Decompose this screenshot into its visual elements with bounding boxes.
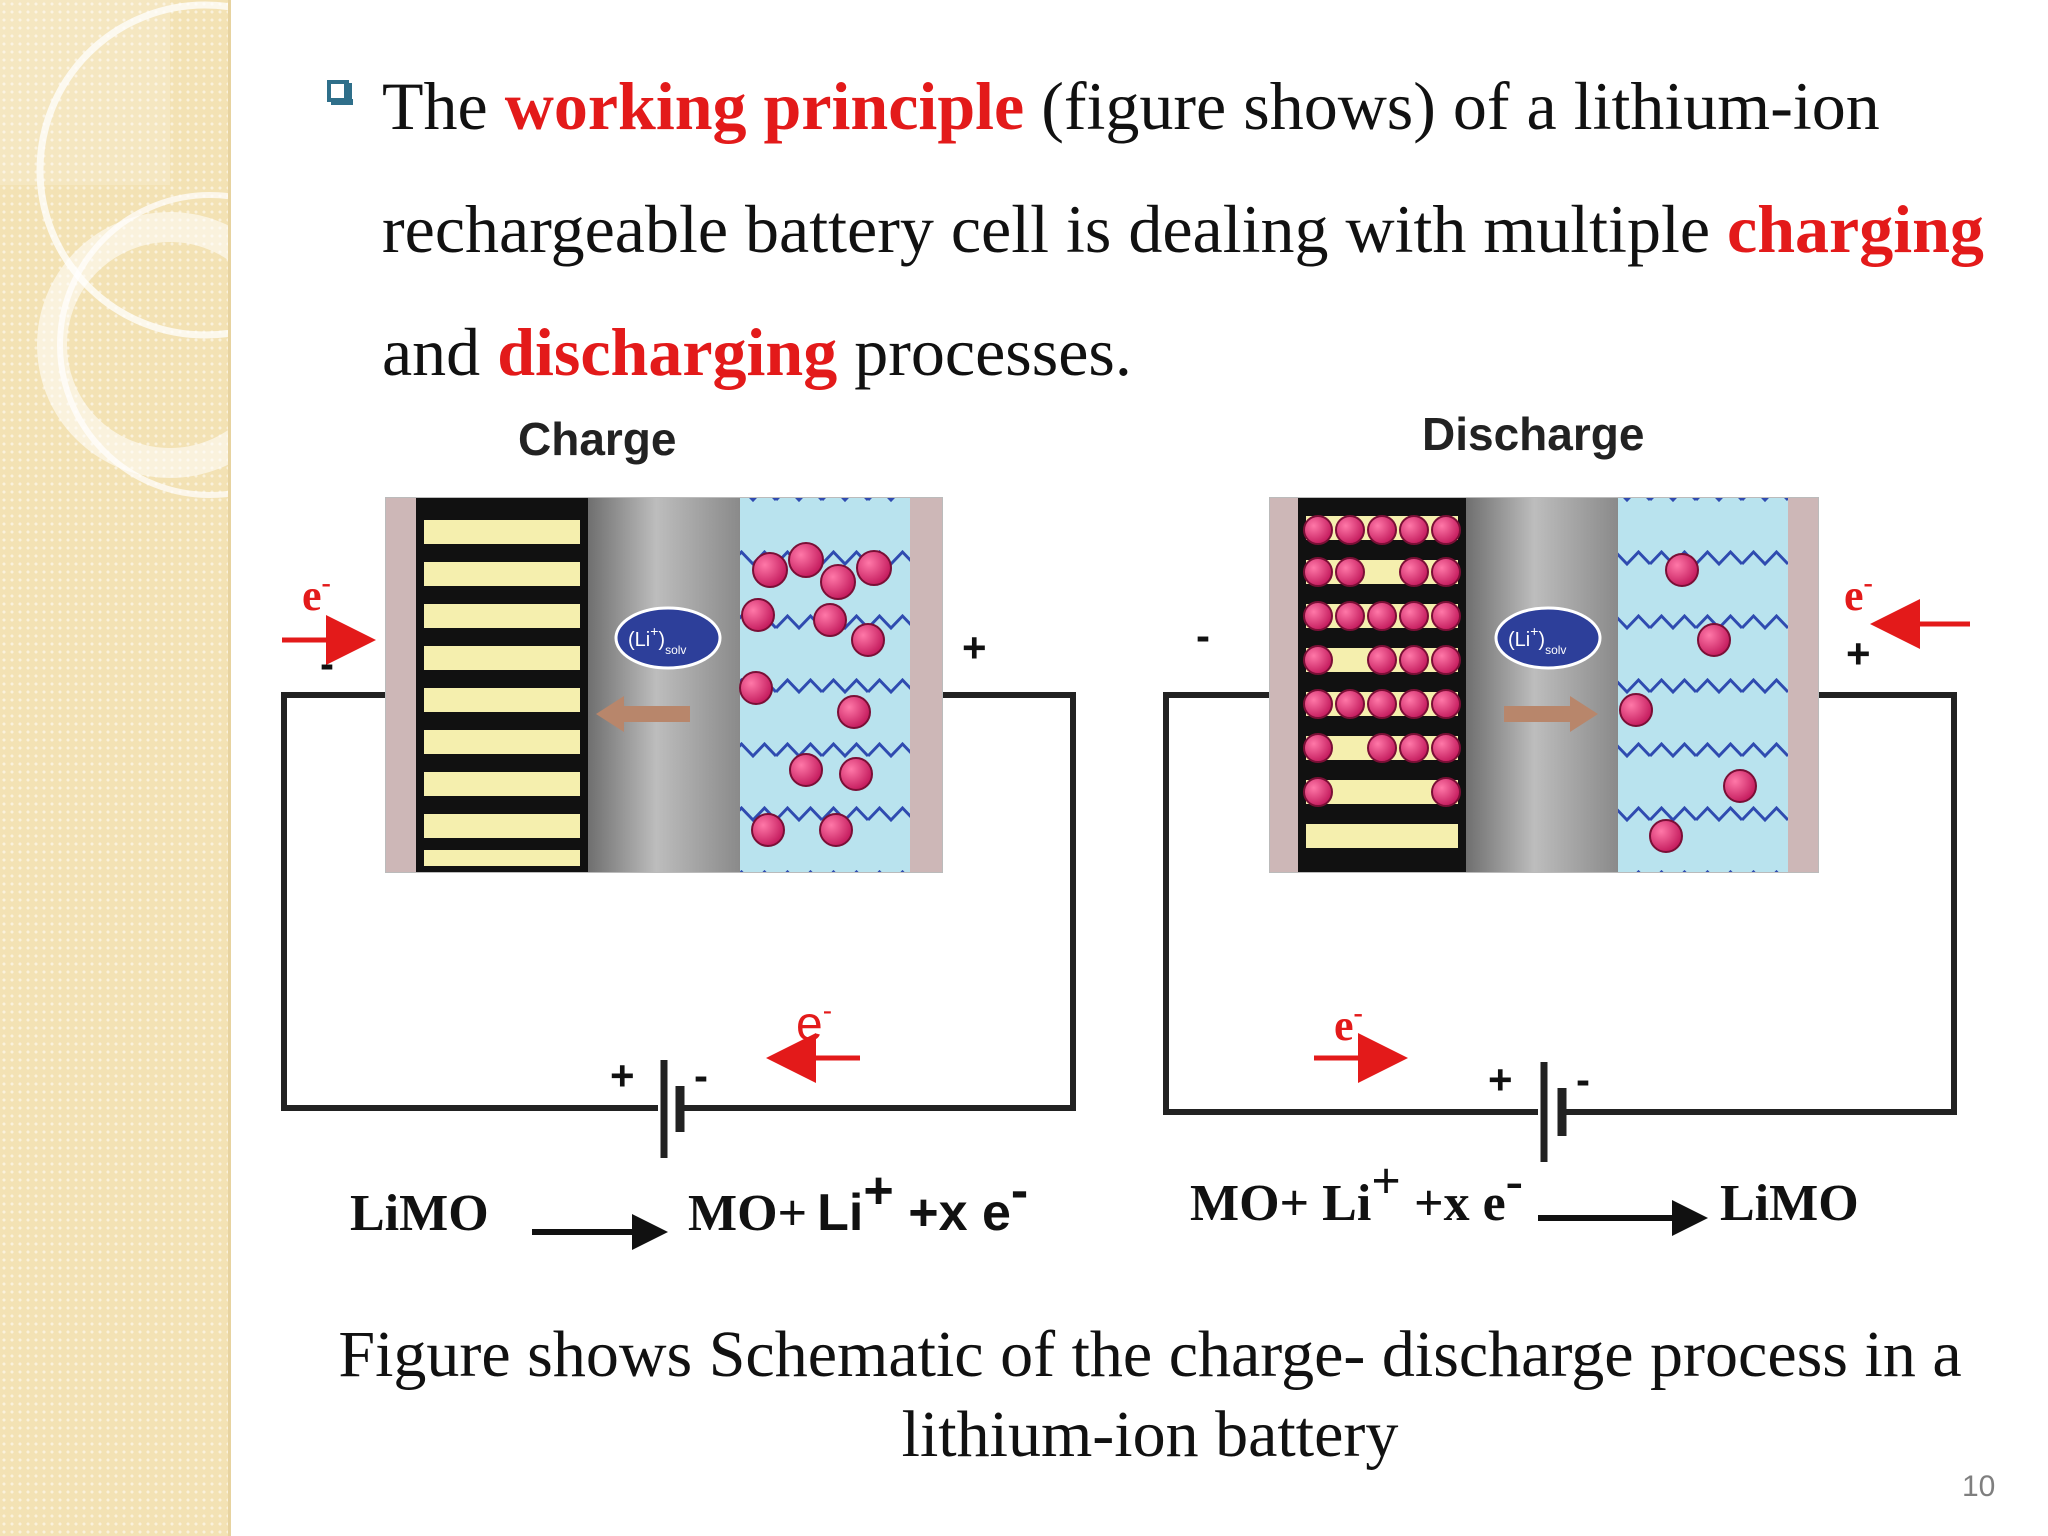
highlight-charging: charging [1727, 191, 1984, 267]
highlight-discharging: discharging [497, 314, 838, 390]
figure-caption: Figure shows Schematic of the charge- di… [338, 1318, 1962, 1471]
discharge-separator [1466, 498, 1618, 872]
charge-electron-top: e- [302, 568, 331, 620]
charge-battery-plus: + [610, 1052, 635, 1099]
charge-electron-bottom: e- [796, 995, 832, 1051]
charge-title: Charge [518, 413, 676, 465]
checkbox-bullet-icon [327, 80, 353, 105]
charge-discharge-diagram: Charge + - [281, 410, 1970, 1250]
charge-graphite-anode [416, 498, 588, 872]
discharge-minus-left: - [1196, 612, 1210, 659]
discharge-anode-collector [1270, 498, 1298, 872]
discharge-cathode-ions [1619, 553, 1757, 853]
page-number: 10 [1962, 1470, 1996, 1503]
discharge-equation-left: MO+ Li+ +x e- [1190, 1153, 1523, 1232]
para-text-3: and [382, 314, 498, 390]
charge-wire-right [682, 692, 1076, 1111]
para-text-1: The [382, 68, 505, 144]
discharge-wire-right [1566, 692, 1957, 1115]
discharge-panel: Discharge + - [1163, 410, 1970, 1236]
discharge-ion-label: (Li+)solv [1508, 623, 1566, 657]
discharge-ion-badge [1494, 606, 1602, 670]
sidebar-edge [228, 0, 231, 1536]
discharge-title: Discharge [1422, 410, 1644, 460]
charge-separator [588, 498, 740, 872]
discharge-intercalated-ions [1303, 515, 1461, 807]
charge-equation-left: LiMO [350, 1185, 489, 1242]
para-text-4: processes. [837, 314, 1132, 390]
discharge-wire-left [1163, 692, 1542, 1115]
charge-battery-minus: - [694, 1052, 708, 1099]
charge-ion-arrowhead [596, 696, 624, 732]
discharge-ion-arrowhead [1570, 696, 1598, 732]
intro-paragraph: The working principle (figure shows) of … [382, 45, 2002, 414]
charge-cathode-collector [910, 498, 942, 872]
charge-battery-symbol [658, 1060, 685, 1158]
discharge-electron-top: e- [1844, 568, 1873, 620]
decorative-sidebar [0, 0, 228, 1536]
discharge-battery-symbol [1538, 1062, 1567, 1162]
charge-minus-left: - [320, 640, 334, 687]
charge-plus-right: + [962, 624, 987, 671]
charge-equation-right: MO+Li+ +x e- [688, 1162, 1028, 1242]
discharge-battery-minus: - [1576, 1056, 1590, 1103]
decorative-rings [0, 0, 228, 498]
discharge-equation-right: LiMO [1720, 1175, 1859, 1232]
charge-anode-collector [386, 498, 416, 872]
charge-ion-badge [614, 606, 722, 670]
para-text-2: (figure shows) of a lithium-ion recharge… [382, 68, 1880, 267]
discharge-electron-bottom: e- [1334, 998, 1363, 1050]
discharge-graphite-anode [1298, 498, 1466, 872]
discharge-plus-right: + [1846, 630, 1871, 677]
charge-panel: Charge + - [281, 413, 1076, 1250]
highlight-working-principle: working principle [504, 68, 1025, 144]
charge-li-ions [739, 542, 892, 847]
discharge-cathode [1618, 498, 1788, 872]
discharge-battery-plus: + [1488, 1056, 1513, 1103]
discharge-cathode-collector [1788, 498, 1818, 872]
charge-wire-left [281, 692, 506, 1111]
charge-ion-label: (Li+)solv [628, 623, 686, 657]
